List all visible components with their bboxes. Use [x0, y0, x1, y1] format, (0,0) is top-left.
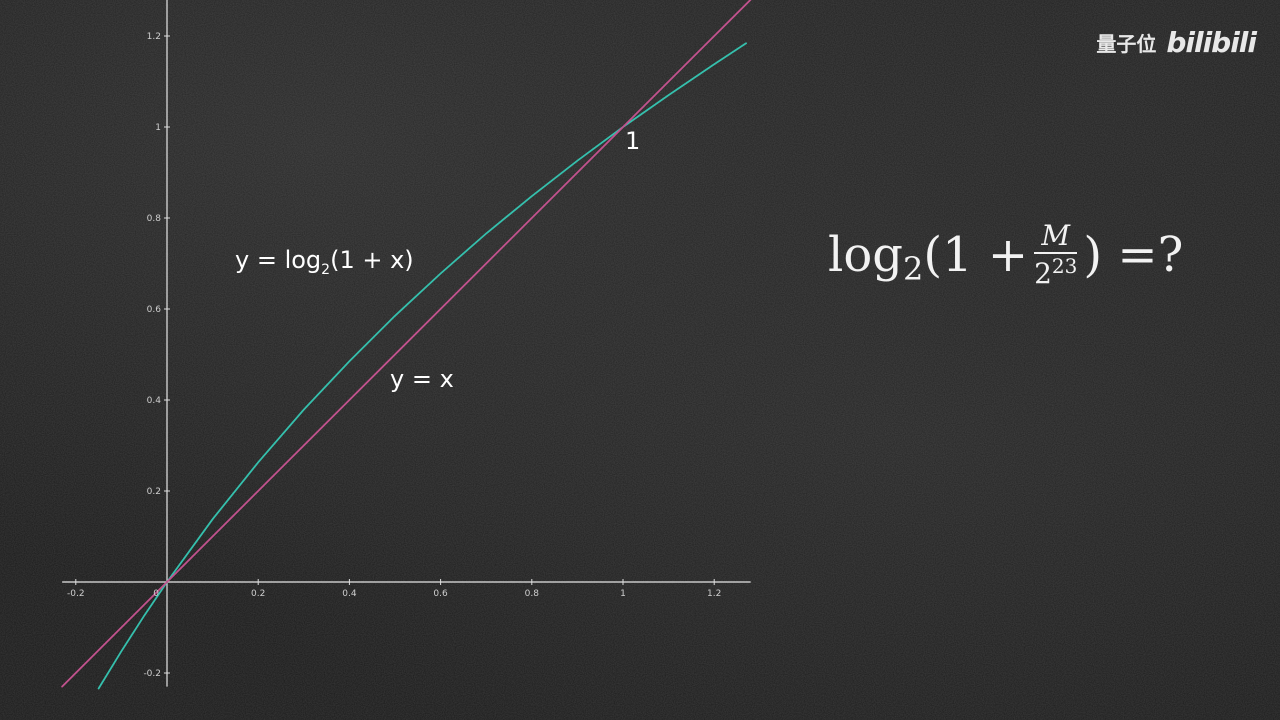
- formula-denominator-wrap: 223: [1034, 252, 1078, 290]
- y-tick-label: 0.4: [147, 396, 162, 406]
- origin-label: 0: [153, 589, 159, 599]
- bilibili-logo: bilibili: [1166, 26, 1257, 59]
- identity-line: [61, 0, 752, 688]
- y-tick-label: 0.2: [147, 487, 161, 497]
- formula-open: (1 +: [923, 227, 1029, 283]
- formula-exponent: 23: [1051, 254, 1078, 278]
- log2-curve: [97, 42, 747, 690]
- y-tick-label: -0.2: [143, 669, 161, 679]
- formula-denominator: 2: [1034, 257, 1052, 290]
- log2-curve-label: y = log2(1 + x): [235, 246, 414, 278]
- formula-log: log: [828, 227, 903, 283]
- x-tick-label: 0.2: [251, 589, 265, 599]
- formula-fraction: M 223: [1034, 219, 1078, 290]
- tick-marks: [75, 35, 715, 674]
- series-lines: [61, 0, 752, 690]
- y-tick-label: 1.2: [147, 32, 161, 42]
- y-tick-label: 0.8: [147, 214, 162, 224]
- x-tick-label: 0.4: [342, 589, 357, 599]
- x-tick-label: 1.2: [707, 589, 721, 599]
- watermark: 量子位 bilibili: [1096, 26, 1257, 59]
- intersection-label: 1: [625, 127, 640, 155]
- y-tick-label: 1: [155, 123, 161, 133]
- y-tick-label: 0.6: [147, 305, 162, 315]
- chart-labels: -0.2 0.2 0.4 0.6 0.8 1 1.2 -0.2 0.2 0.4 0.6 0.8 1 1.2…: [67, 32, 721, 679]
- formula-numerator: M: [1041, 219, 1071, 252]
- x-tick-label: 0.8: [525, 589, 540, 599]
- axes: [62, 0, 751, 687]
- formula-base: 2: [902, 250, 924, 288]
- x-tick-label: 0.6: [433, 589, 448, 599]
- identity-line-label: y = x: [390, 365, 454, 393]
- x-tick-label: 1: [620, 589, 626, 599]
- channel-name: 量子位: [1096, 32, 1157, 56]
- formula-close: ) =?: [1083, 227, 1184, 283]
- x-tick-label: -0.2: [67, 589, 85, 599]
